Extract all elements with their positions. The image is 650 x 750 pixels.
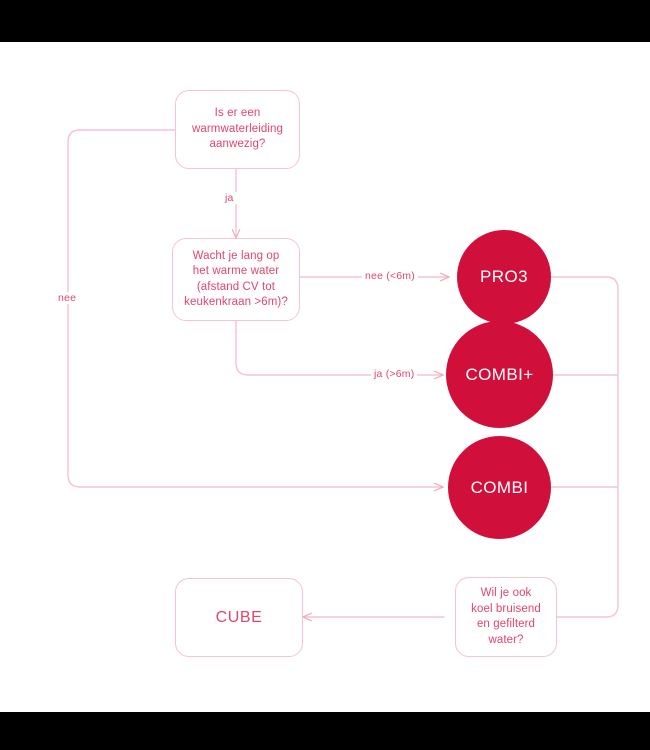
node-label: PRO3	[480, 267, 528, 286]
edge-label-nee: nee	[55, 292, 80, 304]
node-label: Is er een warmwaterleiding aanwezig?	[191, 107, 284, 151]
node-label: COMBI+	[465, 364, 534, 384]
letterbox-bottom	[0, 712, 650, 750]
node-question-bruisend[interactable]: Wil je ook koel bruisend en gefilterd wa…	[455, 577, 557, 657]
node-result-combi[interactable]: COMBI	[448, 436, 551, 539]
node-result-pro3[interactable]: PRO3	[457, 230, 551, 324]
node-result-cube[interactable]: CUBE	[175, 578, 303, 657]
node-result-combi-plus[interactable]: COMBI+	[446, 321, 553, 428]
node-question-warmwaterleiding[interactable]: Is er een warmwaterleiding aanwezig?	[175, 90, 300, 169]
node-label: Wacht je lang op het warme water (afstan…	[184, 249, 288, 309]
node-label: CUBE	[215, 608, 263, 626]
node-label: Wil je ook koel bruisend en gefilterd wa…	[471, 587, 541, 646]
edge-label-nee-lt6m: nee (<6m)	[362, 270, 418, 282]
node-label: COMBI	[470, 477, 529, 497]
node-question-wachttijd[interactable]: Wacht je lang op het warme water (afstan…	[172, 238, 300, 321]
letterbox-top	[0, 0, 650, 42]
edge-label-ja: ja	[222, 192, 237, 204]
edge-label-ja-gt6m: ja (>6m)	[371, 368, 418, 380]
